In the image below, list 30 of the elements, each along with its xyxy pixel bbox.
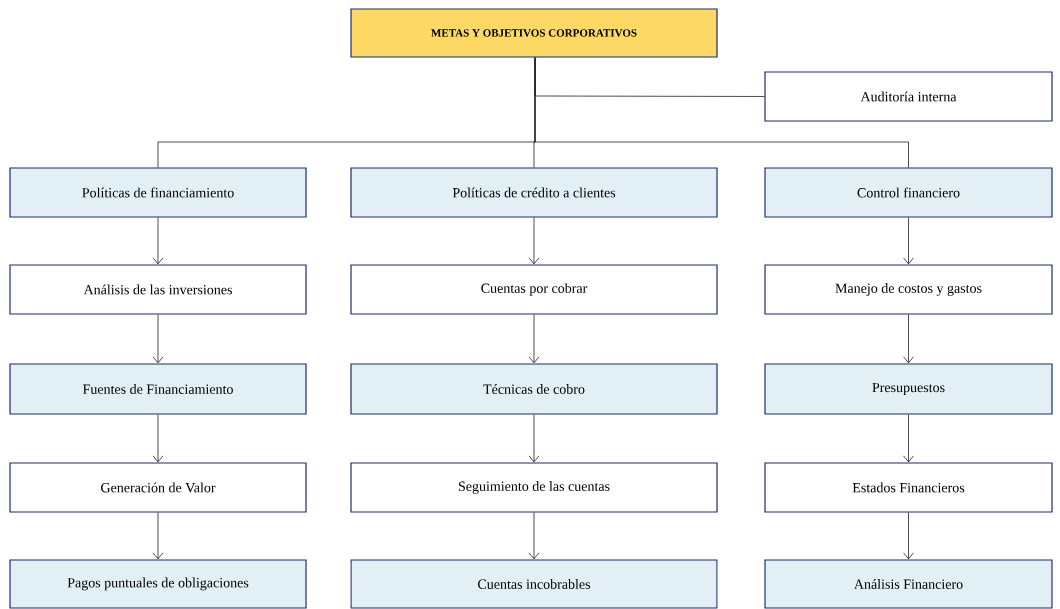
arrow (528, 512, 540, 560)
arrow (152, 217, 164, 265)
connector-line (534, 57, 909, 168)
process-box: Políticas de crédito a clientes (350, 167, 718, 218)
process-box: Análisis de las inversiones (9, 264, 307, 315)
arrow (903, 217, 914, 265)
process-box: Manejo de costos y gastos (764, 264, 1053, 315)
process-box: Cuentas incobrables (350, 559, 718, 609)
process-box: Control financiero (764, 167, 1053, 218)
arrow (903, 414, 914, 463)
process-box: Estados Financieros (764, 462, 1053, 513)
process-box: Técnicas de cobro (350, 363, 718, 415)
process-box: Seguimiento de las cuentas (350, 462, 718, 513)
title-box: METAS Y OBJETIVOS CORPORATIVOS (350, 8, 718, 58)
arrow (528, 414, 540, 463)
process-box: Análisis Financiero (764, 559, 1053, 609)
process-box: Cuentas por cobrar (350, 264, 718, 315)
process-box: Presupuestos (764, 363, 1053, 415)
arrow (152, 512, 164, 560)
process-box: Auditoría interna (764, 71, 1053, 122)
arrow (528, 314, 540, 364)
arrow (903, 314, 914, 364)
arrow (152, 314, 164, 364)
arrow (152, 414, 164, 463)
arrow (528, 217, 540, 265)
process-box: Políticas de financiamiento (9, 167, 307, 218)
process-box: Fuentes de Financiamiento (9, 363, 307, 415)
process-box: Generación de Valor (9, 462, 307, 513)
arrow (903, 512, 914, 560)
process-box: Pagos puntuales de obligaciones (9, 559, 307, 609)
